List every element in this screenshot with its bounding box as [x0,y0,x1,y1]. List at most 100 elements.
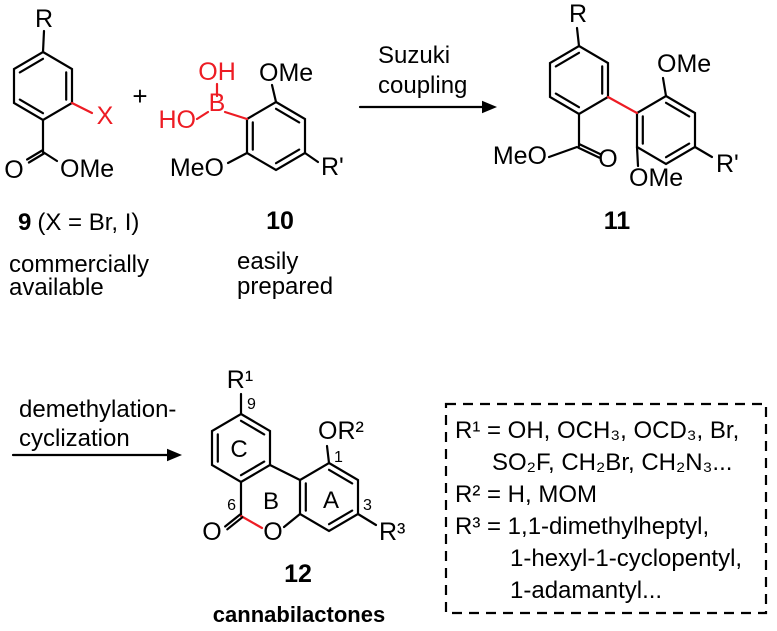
dashed-border [444,402,768,615]
legend-line-r1: R¹ = OH, OCH₃, OCD₃, Br, [455,417,739,444]
plus-sign: + [132,81,147,111]
r-label: R [35,5,53,33]
compound-10-structure: OH B HO OMe MeO R' 10 easily prepared [159,58,344,300]
compound-12-caption: cannabilactones [213,602,385,627]
compound-12-structure: R¹ OR² R³ O O 9 1 3 6 C B A 12 cannabila… [202,366,405,627]
meo-bottom-bond [226,151,249,165]
benzene-ring [245,100,307,172]
compound-10-number: 10 [266,207,294,235]
locant-1: 1 [334,449,343,466]
ring-a-letter: A [323,487,339,514]
x-label: X [97,102,114,130]
r-prime-label: R' [716,150,739,178]
legend-line-r2: R² = H, MOM [455,481,597,508]
double-bond-inner [18,98,45,115]
compound-9-caption-line2: available [9,274,104,301]
r-prime-bond [693,145,714,159]
demethylation-reaction-arrow: demethylation- cyclization [11,396,182,462]
double-bond-inner [239,460,266,477]
ome-top-label: OMe [259,59,313,87]
r-bond [575,26,581,48]
r-prime-label: R' [321,153,344,181]
o-me-bond [41,150,59,163]
carbonyl-o-label: O [598,145,617,173]
arrow-head [167,448,182,462]
r-label: R [569,0,587,28]
substituent-legend-box: R¹ = OH, OCH₃, OCD₃, Br, SO₂F, CH₂Br, CH… [444,402,768,615]
compound-9-number-bold: 9 [18,209,31,236]
lactone-c-o-bond [239,514,264,530]
ome-bottom-label: OMe [629,164,683,192]
compound-9-number: 9(X = Br, I) [18,209,139,236]
c-x-bond [70,101,94,115]
r-bond [41,29,46,54]
or2-label: OR² [318,417,364,445]
ring-c-letter: C [230,436,247,463]
ome-label: OMe [60,155,114,183]
carbonyl-double-bond [27,152,46,164]
ome-top-label: OMe [657,50,711,78]
right-benzene-ring [635,94,697,166]
r3-bond [356,512,378,527]
ome-bottom-bond [635,145,640,168]
double-bond-inner [554,92,581,109]
biaryl-bond [606,95,639,115]
compound-10-caption-line2: prepared [237,273,333,300]
oh-label: OH [198,58,236,86]
arrow-head [482,100,497,114]
carbonyl-double-bond [26,149,44,161]
carbonyl-double-bond [224,513,242,528]
suzuki-reaction-arrow: Suzuki coupling [358,42,497,114]
meo-ester-label: MeO [493,142,547,170]
double-bond-inner [327,468,354,485]
carbonyl-double-bond [226,516,244,531]
locant-6: 6 [227,497,236,514]
demethylation-label-line1: demethylation- [19,396,176,423]
meo-ester-bond [547,145,579,159]
compound-11-structure: R MeO O OMe OMe R' 11 [493,0,739,235]
legend-line-r3: R³ = 1,1-dimethylheptyl, [455,513,709,540]
ring-o-label: O [263,518,282,546]
demethylation-label-line2: cyclization [19,425,130,452]
legend-line-r3-cont1: 1-hexyl-1-cyclopentyl, [510,545,742,572]
double-bond-inner [274,148,301,165]
compound-9-number-note: (X = Br, I) [37,209,139,236]
r1-label: R¹ [227,366,253,394]
ome-top-bond [270,83,278,104]
r-prime-bond [303,151,320,164]
compound-9-caption-line1: commercially [9,251,149,278]
double-bond-inner [239,419,266,436]
b-ring-bond [223,110,249,121]
locant-3: 3 [363,497,372,514]
or2-bond [325,444,331,465]
left-benzene-ring [548,44,610,116]
ho-label: HO [159,106,197,134]
double-bond-inner [18,57,45,74]
double-bond-inner [664,101,691,118]
o-c4a-bond [282,512,302,529]
carbonyl-o-label: O [202,518,221,546]
double-bond-inner [274,107,301,124]
boron-label: B [209,89,226,117]
suzuki-label-line2: coupling [378,72,467,99]
r3-label: R³ [379,518,405,546]
legend-line-r3-cont2: 1-adamantyl... [510,577,662,604]
compound-10-caption-line1: easily [237,248,298,275]
ring-b-letter: B [263,488,279,515]
compound-12-number: 12 [284,560,312,588]
legend-line-r1-cont: SO₂F, CH₂Br, CH₂N₃... [492,449,732,476]
ho-b-bond [195,110,210,121]
double-bond-inner [327,509,354,526]
double-bond-inner [554,51,581,68]
compound-11-number: 11 [604,207,631,235]
carbonyl-o-label: O [4,156,23,184]
carbonyl-double-bond [577,146,601,159]
double-bond-inner [664,142,691,159]
ome-top-bond [661,76,668,98]
biaryl-bond [268,463,302,482]
suzuki-label-line1: Suzuki [378,42,450,69]
locant-9: 9 [247,396,256,413]
benzene-ring [12,50,74,122]
